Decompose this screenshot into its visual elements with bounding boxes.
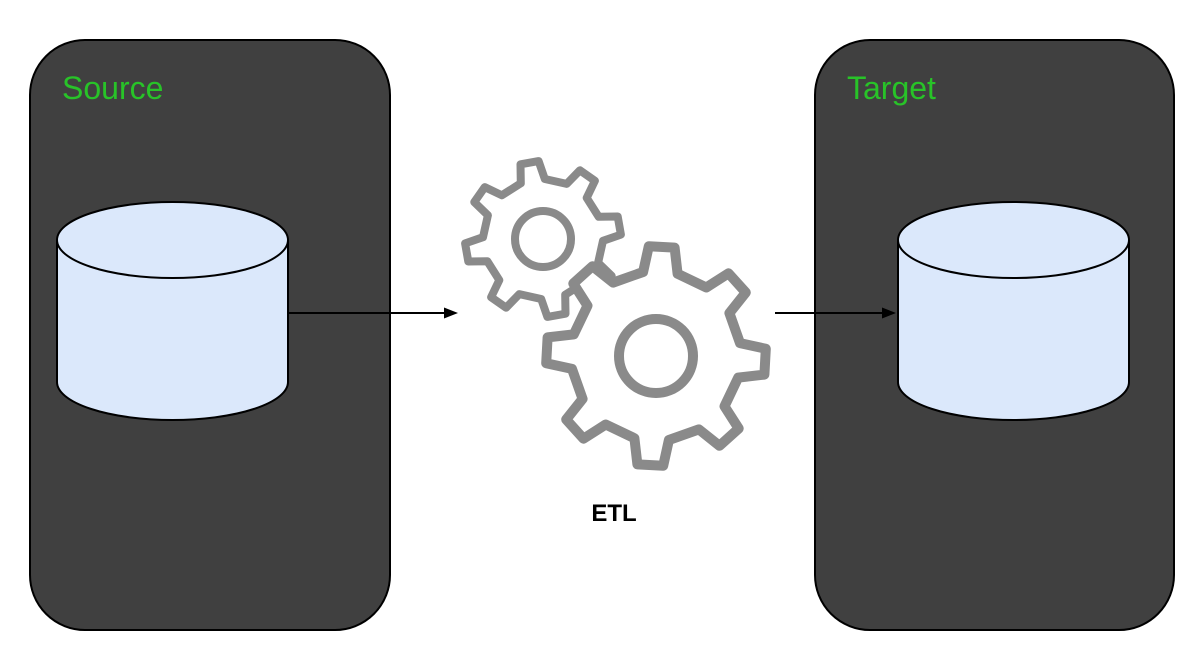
source-database-body bbox=[56, 201, 289, 421]
source-database-rim bbox=[56, 239, 289, 279]
target-database-icon bbox=[897, 201, 1130, 421]
target-label: Target bbox=[847, 70, 936, 106]
small-gear-hub bbox=[511, 207, 575, 271]
etl-to-target-arrow bbox=[775, 307, 896, 319]
source-label: Source bbox=[62, 70, 163, 106]
big-gear-hub bbox=[614, 314, 698, 398]
target-database-body bbox=[897, 201, 1130, 421]
etl-label: ETL bbox=[591, 500, 636, 527]
etl-to-target-arrowhead-icon bbox=[882, 307, 896, 319]
source-database-icon bbox=[56, 201, 289, 421]
source-to-etl-arrowhead-icon bbox=[444, 307, 458, 319]
gears-icon bbox=[461, 157, 771, 471]
source-to-etl-arrow bbox=[288, 307, 458, 319]
target-database-rim bbox=[897, 239, 1130, 279]
